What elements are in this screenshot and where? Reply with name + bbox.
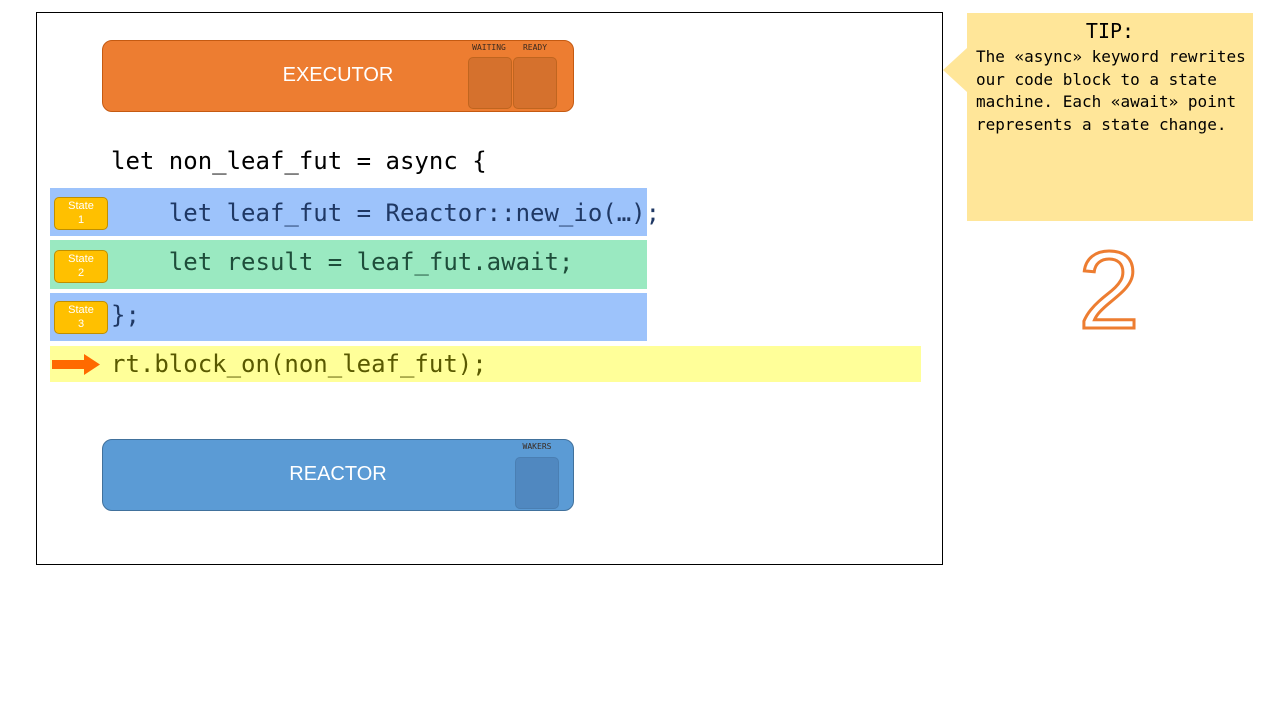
- step-number: 2: [1077, 228, 1141, 354]
- code-line-block-on: rt.block_on(non_leaf_fut);: [111, 350, 487, 378]
- state-1-badge: State 1: [54, 197, 108, 230]
- state-3-word: State: [68, 304, 94, 316]
- waiting-label: WAITING: [472, 43, 506, 52]
- wakers-label: WAKERS: [522, 442, 552, 451]
- ready-slot: [513, 57, 557, 109]
- wakers-slot: [515, 457, 559, 509]
- code-line-leaf-fut: let leaf_fut = Reactor::new_io(…);: [111, 199, 661, 227]
- reactor-box: REACTOR WAKERS: [102, 439, 574, 511]
- ready-label: READY: [522, 43, 548, 52]
- tip-pointer: [943, 48, 967, 92]
- state-3-band: [50, 293, 647, 341]
- state-2-word: State: [68, 253, 94, 265]
- code-line-async-end: };: [111, 301, 140, 329]
- reactor-title: REACTOR: [289, 463, 387, 485]
- tip-callout: TIP: The «async» keyword rewrites our co…: [967, 13, 1253, 221]
- block-on-band: [50, 346, 921, 382]
- state-2-band: [50, 240, 647, 289]
- arrow-right-icon: [52, 354, 100, 375]
- executor-box: EXECUTOR WAITING READY: [102, 40, 574, 112]
- tip-title: TIP:: [1085, 19, 1135, 43]
- state-1-band: [50, 188, 647, 236]
- state-3-badge: State 3: [54, 301, 108, 334]
- state-3-num: 3: [77, 318, 85, 330]
- waiting-slot: [468, 57, 512, 109]
- state-2-num: 2: [77, 267, 85, 279]
- code-line-await: let result = leaf_fut.await;: [111, 248, 574, 276]
- tip-body: The «async» keyword rewrites our code bl…: [976, 47, 1246, 134]
- code-line-async-start: let non_leaf_fut = async {: [111, 147, 487, 175]
- state-1-word: State: [68, 200, 94, 212]
- executor-title: EXECUTOR: [282, 64, 394, 86]
- state-2-badge: State 2: [54, 250, 108, 283]
- state-1-num: 1: [77, 214, 85, 226]
